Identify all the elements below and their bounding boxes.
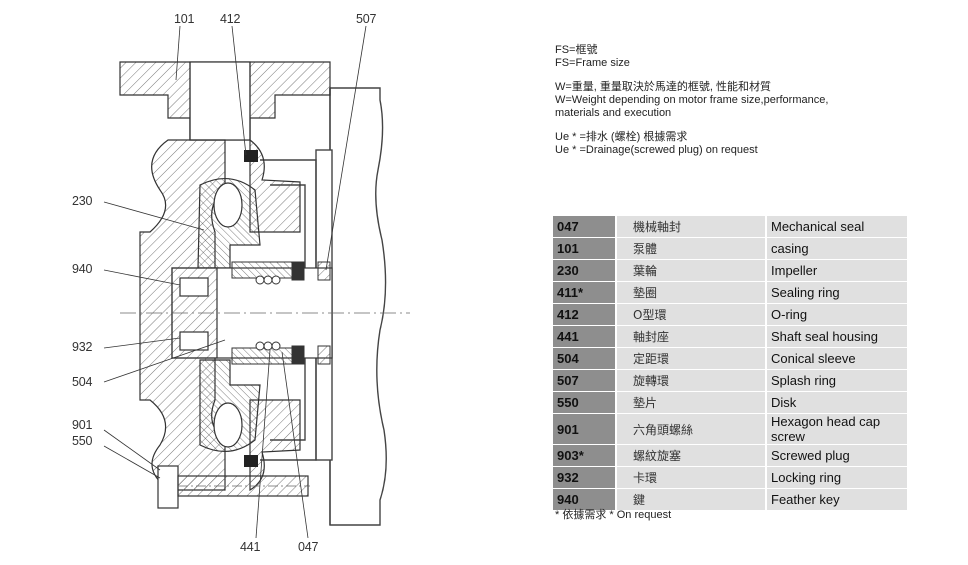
callout-441: 441 (240, 540, 261, 554)
part-name-zh: 旋轉環 (617, 370, 767, 391)
leader-lines (103, 25, 367, 539)
callout-550: 550 (72, 434, 93, 448)
part-name-zh: 六角頭螺絲 (617, 414, 767, 444)
part-name-en: Disk (767, 392, 907, 413)
part-name-en: casing (767, 238, 907, 259)
part-name-zh: 軸封座 (617, 326, 767, 347)
part-code: 901 (553, 414, 617, 444)
pump-sectional-drawing: 101 412 507 230 940 932 504 901 550 441 … (72, 12, 410, 554)
callout-101: 101 (174, 12, 195, 26)
part-name-zh: 卡環 (617, 467, 767, 488)
part-name-en: Shaft seal housing (767, 326, 907, 347)
part-code: 550 (553, 392, 617, 413)
part-name-en: Hexagon head cap screw (767, 414, 907, 444)
part-name-en: O-ring (767, 304, 907, 325)
part-name-zh: 葉輪 (617, 260, 767, 281)
part-code: 903* (553, 445, 617, 466)
part-code: 441 (553, 326, 617, 347)
callout-412: 412 (220, 12, 241, 26)
part-name-zh: 定距環 (617, 348, 767, 369)
part-name-zh: 墊圈 (617, 282, 767, 303)
footnote: * 依據需求 * On request (555, 509, 672, 521)
mechanical-seal (231, 261, 331, 365)
notes: FS=框號 FS=Frame size W=重量, 重量取決於馬達的框號, 性能… (555, 44, 935, 168)
part-name-zh: 鍵 (617, 489, 767, 510)
part-name-en: Splash ring (767, 370, 907, 391)
part-code: 412 (553, 304, 617, 325)
part-name-en: Sealing ring (767, 282, 907, 303)
part-name-zh: 墊片 (617, 392, 767, 413)
pump-cross-section-svg (103, 25, 410, 539)
part-name-en: Screwed plug (767, 445, 907, 466)
o-rings (244, 150, 258, 467)
callout-230: 230 (72, 194, 93, 208)
part-code: 932 (553, 467, 617, 488)
part-code: 101 (553, 238, 617, 259)
impeller (197, 178, 261, 452)
part-name-en: Impeller (767, 260, 907, 281)
note-frame-size: FS=框號 FS=Frame size (555, 44, 630, 69)
hex-bolt (157, 465, 310, 509)
part-name-en: Conical sleeve (767, 348, 907, 369)
callout-940: 940 (72, 262, 93, 276)
part-name-zh: 泵體 (617, 238, 767, 259)
note-drainage: Ue * =排水 (螺栓) 根據需求 Ue * =Drainage(screwe… (555, 131, 758, 156)
part-code: 411* (553, 282, 617, 303)
callout-504: 504 (72, 375, 93, 389)
part-name-en: Feather key (767, 489, 907, 510)
callout-507: 507 (356, 12, 377, 26)
callout-932: 932 (72, 340, 93, 354)
part-name-zh: 機械軸封 (617, 216, 767, 237)
note-weight: W=重量, 重量取決於馬達的框號, 性能和材質 W=Weight dependi… (555, 81, 829, 119)
part-name-zh: 螺紋旋塞 (617, 445, 767, 466)
part-code: 230 (553, 260, 617, 281)
part-code: 507 (553, 370, 617, 391)
part-code: 504 (553, 348, 617, 369)
part-name-zh: O型環 (617, 304, 767, 325)
discharge-flange (119, 61, 331, 141)
callout-901: 901 (72, 418, 93, 432)
part-name-en: Mechanical seal (767, 216, 907, 237)
shaft (120, 267, 410, 359)
callout-047: 047 (298, 540, 319, 554)
part-code: 047 (553, 216, 617, 237)
part-name-en: Locking ring (767, 467, 907, 488)
part-code: 940 (553, 489, 617, 510)
